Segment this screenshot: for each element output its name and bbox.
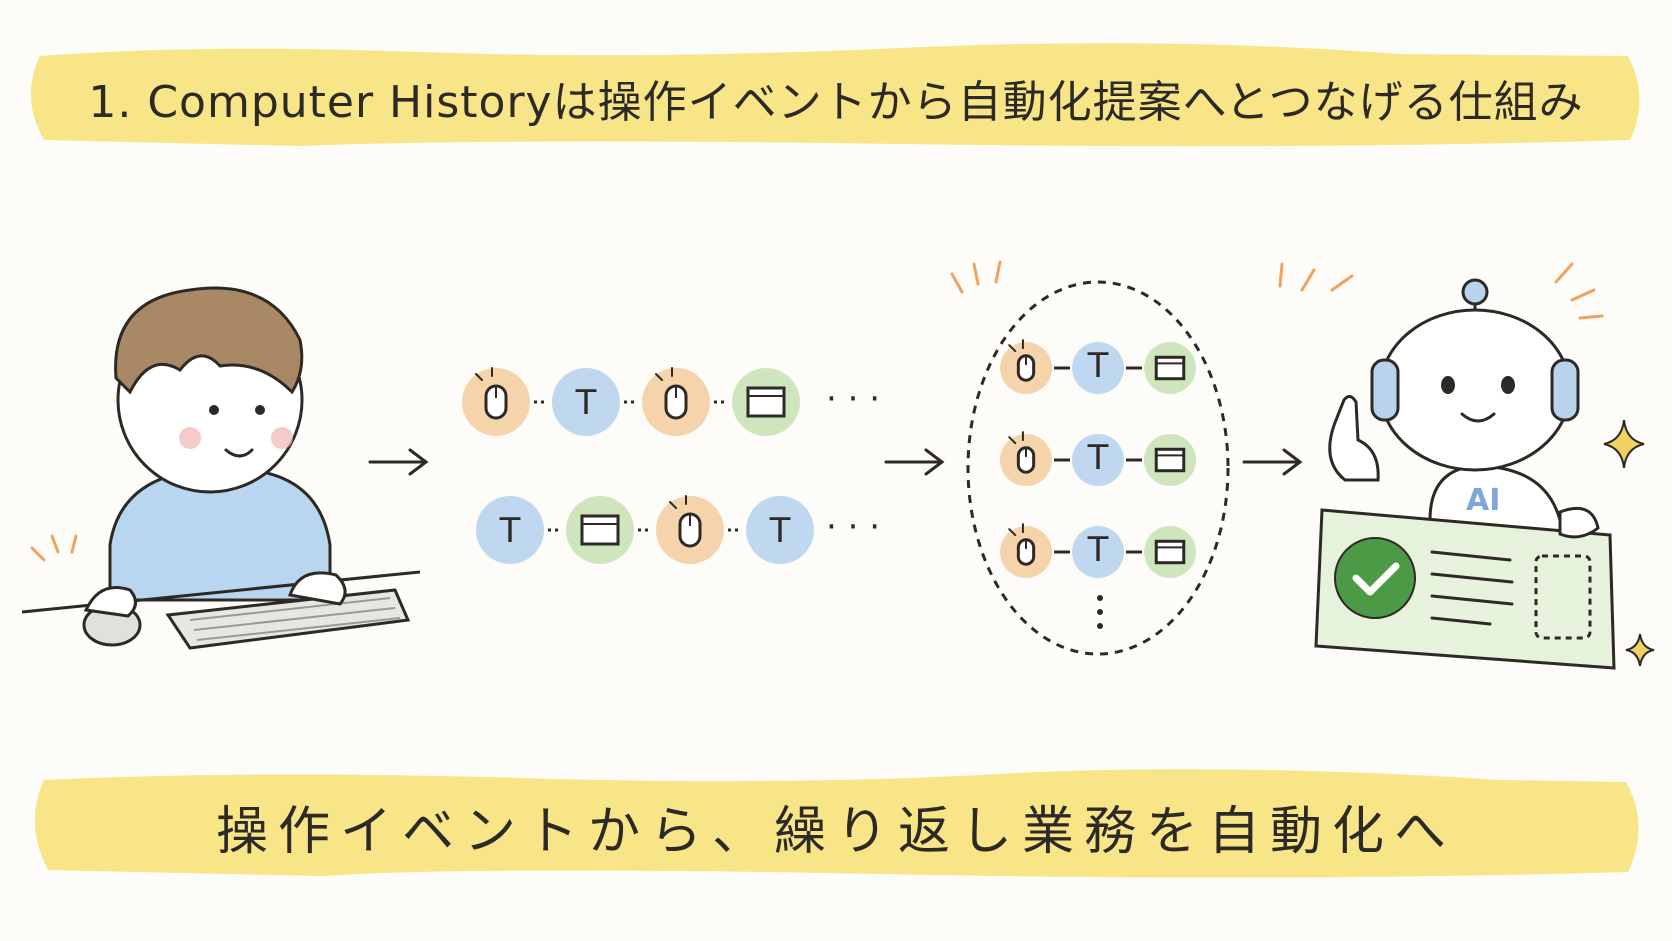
mouse-click-icon [656, 495, 724, 564]
mouse-click-icon [1000, 339, 1052, 394]
title-banner: 1. Computer Historyは操作イベントから自動化提案へとつなげる仕… [0, 34, 1672, 162]
mouse-click-icon [1000, 523, 1052, 578]
mouse-click-icon [1000, 431, 1052, 486]
svg-text:T: T [1087, 346, 1109, 386]
keyboard-type-icon: T [1072, 526, 1124, 578]
pattern-row: T [1000, 523, 1196, 578]
mouse-click-icon [462, 367, 530, 436]
mouse-click-icon [642, 367, 710, 436]
caption-banner-brush [34, 769, 1639, 878]
person-at-computer-illustration [21, 286, 421, 650]
keyboard-type-icon: T [476, 496, 544, 564]
browser-window-icon [566, 496, 634, 564]
keyboard-type-icon: T [1072, 342, 1124, 394]
vertical-dot-2 [1097, 609, 1103, 615]
svg-text:T: T [1087, 530, 1109, 570]
caption-text: 操作イベントから、繰り返し業務を自動化へ [215, 801, 1456, 862]
pattern-rows: T T T [1000, 339, 1196, 578]
title-banner-brush [30, 43, 1640, 147]
svg-text:T: T [575, 383, 597, 423]
vertical-dot-1 [1097, 595, 1103, 601]
vertical-dot-3 [1097, 623, 1103, 629]
browser-window-icon [1144, 342, 1196, 394]
pattern-row: T [1000, 431, 1196, 486]
page-title: 1. Computer Historyは操作イベントから自動化提案へとつなげる仕… [88, 77, 1584, 128]
browser-window-icon [1144, 526, 1196, 578]
robot-label: AI [1466, 483, 1500, 518]
svg-text:T: T [769, 511, 791, 551]
ellipsis-2: · · · [826, 507, 880, 547]
ellipsis-1: · · · [826, 379, 880, 419]
arrow-1 [368, 448, 429, 476]
arrow-3 [1242, 448, 1303, 476]
browser-window-icon [732, 368, 800, 436]
browser-window-icon [1144, 434, 1196, 486]
arrow-2 [884, 448, 945, 476]
caption-banner: 操作イベントから、繰り返し業務を自動化へ [0, 762, 1672, 890]
approval-card [1314, 507, 1616, 670]
check-circle-icon [1334, 537, 1416, 619]
sparkle-icon-1 [1603, 419, 1645, 469]
keyboard-type-icon: T [1072, 434, 1124, 486]
svg-text:T: T [499, 511, 521, 551]
svg-text:T: T [1087, 438, 1109, 478]
keyboard-type-icon: T [552, 368, 620, 436]
keyboard-type-icon: T [746, 496, 814, 564]
pattern-row: T [1000, 339, 1196, 394]
event-sequence-1: T [462, 367, 800, 436]
sparkle-icon-2 [1625, 633, 1655, 667]
pattern-cluster: T T T [950, 260, 1230, 656]
